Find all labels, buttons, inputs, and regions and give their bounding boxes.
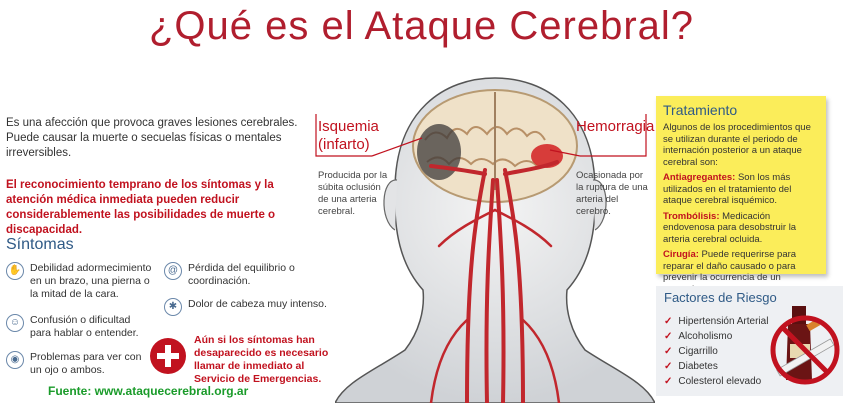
risk-factors-panel: Factores de Riesgo ✓Hipertensión Arteria… (656, 286, 843, 396)
ischemia-pointer (315, 114, 423, 157)
ischemia-label: Isquemia (infarto) (318, 118, 379, 153)
eye-icon: ◉ (6, 351, 24, 369)
arm-numb-icon: ✋ (6, 262, 24, 280)
list-item: ✓Alcoholismo (664, 331, 733, 342)
source-credit: Fuente: www.ataquecerebral.org.ar (48, 384, 249, 398)
check-icon: ✓ (664, 346, 673, 357)
treatment-item: Trombólisis: Medicación endovenosa para … (663, 210, 797, 245)
check-icon: ✓ (664, 331, 673, 342)
symptoms-title: Síntomas (6, 236, 74, 253)
check-icon: ✓ (664, 316, 673, 327)
risk-factors-list: ✓Hipertensión Arterial ✓Alcoholismo ✓Cig… (664, 314, 768, 389)
treatment-item: Antiagregantes: Son los más utilizados e… (663, 172, 792, 206)
treatment-title: Tratamiento (663, 102, 738, 118)
emergency-cross-icon (150, 338, 186, 374)
hemorrhage-pointer (549, 114, 647, 157)
list-item: ✓Hipertensión Arterial (664, 316, 769, 327)
intro-highlight: El reconocimiento temprano de los síntom… (6, 179, 276, 236)
check-icon: ✓ (664, 361, 673, 372)
hemorrhage-label: Hemorragia (576, 118, 655, 135)
speech-icon: ☺ (6, 314, 24, 332)
risk-factors-title: Factores de Riesgo (664, 290, 777, 305)
treatment-note: Tratamiento Algunos de los procedimiento… (656, 96, 826, 295)
emergency-warning: Aún si los síntomas han desaparecido es … (150, 334, 340, 385)
hemorrhage-description: Ocasionada por la ruptura de una arteria… (576, 170, 648, 217)
check-icon: ✓ (664, 376, 673, 387)
balance-icon: @ (164, 262, 182, 280)
no-smoking-drinking-icon (770, 306, 840, 385)
treatment-intro: Algunos de los procedimientos que se uti… (663, 122, 811, 168)
headache-icon: ✱ (164, 298, 182, 316)
list-item: ✓Colesterol elevado (664, 376, 762, 387)
list-item: ✓Diabetes (664, 361, 718, 372)
page-title: ¿Qué es el Ataque Cerebral? (148, 4, 695, 48)
list-item: ✓Cigarrillo (664, 346, 718, 357)
intro-text: Es una afección que provoca graves lesio… (6, 117, 298, 159)
ischemia-description: Producida por la súbita oclusión de una … (318, 170, 388, 217)
brain-head-illustration (335, 77, 655, 403)
